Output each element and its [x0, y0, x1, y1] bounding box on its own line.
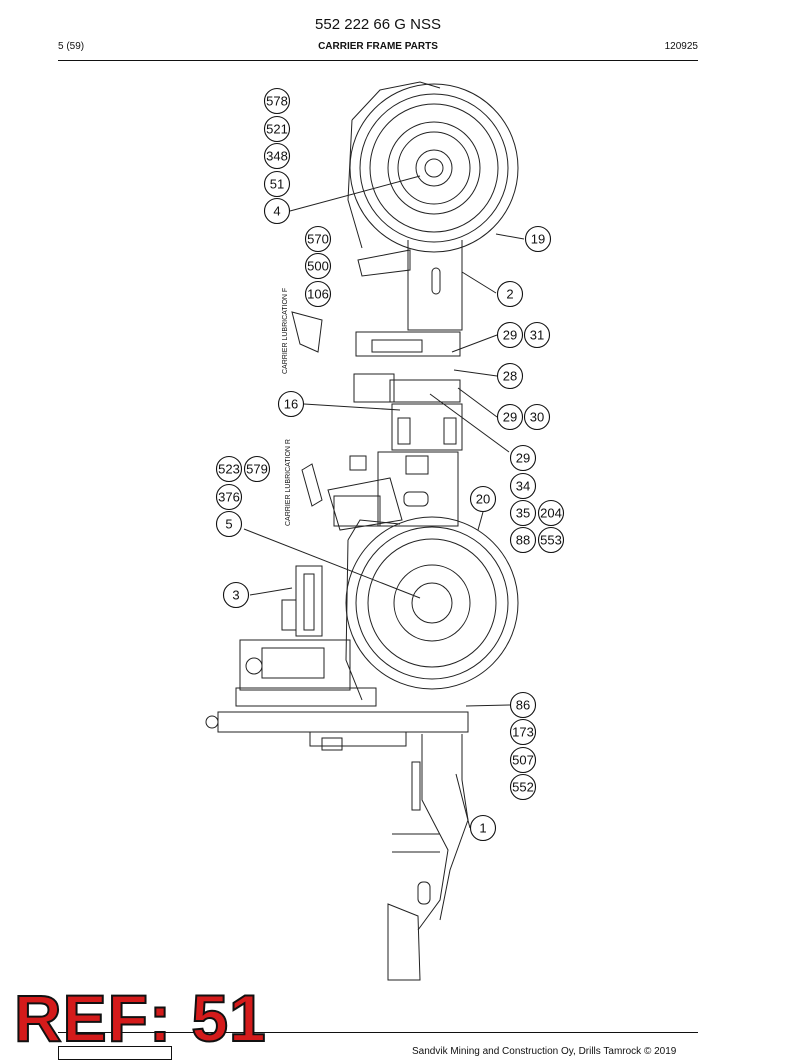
page-title: CARRIER FRAME PARTS [318, 41, 438, 52]
rear-wheel [345, 516, 519, 701]
callout-bubble[interactable]: 86 [509, 691, 537, 719]
callout-label: 521 [266, 122, 288, 137]
upper-frame [353, 240, 463, 451]
callout-bubble[interactable]: 523 [215, 455, 243, 483]
copyright-footer: Sandvik Mining and Construction Oy, Dril… [412, 1046, 677, 1057]
callout-label: 16 [284, 397, 298, 412]
callout-label: 3 [232, 588, 239, 603]
callout-label: 552 [512, 780, 534, 795]
callout-bubble[interactable]: 19 [524, 225, 552, 253]
callout-label: 31 [530, 328, 544, 343]
callout-bubble[interactable]: 578 [263, 87, 291, 115]
document-code: 552 222 66 G NSS [315, 16, 441, 33]
callout-label: 204 [540, 506, 562, 521]
callout-bubble[interactable]: 35 [509, 499, 537, 527]
ref-stamp: REF: 51 [13, 980, 267, 1056]
callout-label: 553 [540, 533, 562, 548]
callout-bubble[interactable]: 31 [523, 321, 551, 349]
callout-label: 30 [530, 410, 544, 425]
callout-label: 579 [246, 462, 268, 477]
lube-label-front: CARRIER LUBRICATION F [282, 288, 289, 374]
lube-label-rear: CARRIER LUBRICATION R [285, 439, 292, 526]
footer-rule [58, 1032, 698, 1033]
callout-label: 34 [516, 479, 530, 494]
callout-bubble[interactable]: 16 [277, 390, 305, 418]
callout-bubble[interactable]: 5 [215, 510, 243, 538]
callout-bubble[interactable]: 29 [509, 444, 537, 472]
callout-label: 86 [516, 698, 530, 713]
callout-label: 29 [503, 410, 517, 425]
callout-label: 2 [506, 287, 513, 302]
callout-bubble[interactable]: 553 [537, 526, 565, 554]
callout-bubble[interactable]: 348 [263, 142, 291, 170]
callout-bubble[interactable]: 204 [537, 499, 565, 527]
callout-label: 28 [503, 369, 517, 384]
callout-bubble[interactable]: 28 [496, 362, 524, 390]
callout-bubble[interactable]: 500 [304, 252, 332, 280]
callout-label: 348 [266, 149, 288, 164]
callout-bubble[interactable]: 3 [222, 581, 250, 609]
callout-label: 507 [512, 753, 534, 768]
callout-bubble[interactable]: 106 [304, 280, 332, 308]
callout-label: 570 [307, 232, 329, 247]
callout-bubble[interactable]: 30 [523, 403, 551, 431]
callout-label: 106 [307, 287, 329, 302]
callout-label: 578 [266, 94, 288, 109]
callout-bubble[interactable]: 34 [509, 472, 537, 500]
callout-label: 88 [516, 533, 530, 548]
callout-label: 523 [218, 462, 240, 477]
callout-bubble[interactable]: 521 [263, 115, 291, 143]
callout-bubble[interactable]: 29 [496, 403, 524, 431]
callout-bubble[interactable]: 570 [304, 225, 332, 253]
callout-bubble[interactable]: 1 [469, 814, 497, 842]
callout-label: 20 [476, 492, 490, 507]
middle-frame [291, 311, 459, 531]
leader-lines [243, 175, 525, 829]
engine-unit [239, 565, 351, 691]
tail-frame [387, 734, 469, 981]
callout-label: 173 [512, 725, 534, 740]
callout-label: 29 [503, 328, 517, 343]
callout-bubble[interactable]: 20 [469, 485, 497, 513]
page-number: 5 (59) [58, 41, 85, 52]
callout-label: 5 [225, 517, 232, 532]
callout-label: 376 [218, 490, 240, 505]
callout-label: 29 [516, 451, 530, 466]
callout-label: 51 [270, 177, 284, 192]
callout-bubble[interactable]: 51 [263, 170, 291, 198]
callout-bubble[interactable]: 579 [243, 455, 271, 483]
header-rule [58, 60, 698, 61]
document-date: 120925 [664, 41, 698, 52]
callout-label: 4 [273, 204, 280, 219]
callout-bubble[interactable]: 88 [509, 526, 537, 554]
callout-label: 35 [516, 506, 530, 521]
callout-bubble[interactable]: 2 [496, 280, 524, 308]
callout-label: 1 [479, 821, 486, 836]
callout-bubble[interactable]: 507 [509, 746, 537, 774]
callout-label: 500 [307, 259, 329, 274]
callout-bubble[interactable]: 173 [509, 718, 537, 746]
callout-bubble[interactable]: 4 [263, 197, 291, 225]
callout-label: 19 [531, 232, 545, 247]
callout-bubble[interactable]: 552 [509, 773, 537, 801]
rear-cross-beam [205, 687, 469, 751]
callout-bubble[interactable]: 376 [215, 483, 243, 511]
front-wheel [347, 81, 519, 253]
callout-bubble[interactable]: 29 [496, 321, 524, 349]
